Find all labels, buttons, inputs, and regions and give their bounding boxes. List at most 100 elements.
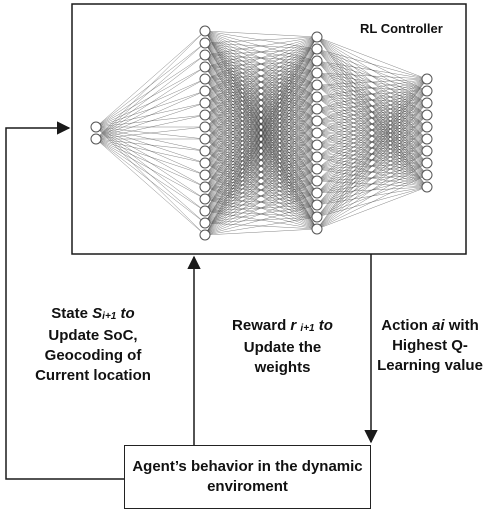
nn-edge xyxy=(204,108,318,236)
nn-node-layer-3 xyxy=(311,139,323,151)
nn-edge xyxy=(95,42,206,140)
rl-controller-title: RL Controller xyxy=(360,21,443,36)
nn-edge xyxy=(204,36,318,212)
nn-node-layer-4 xyxy=(421,97,433,109)
nn-node-layer-4 xyxy=(421,145,433,157)
nn-edge xyxy=(204,144,318,236)
nn-edge xyxy=(204,36,318,152)
nn-edge xyxy=(95,102,206,140)
nn-edge xyxy=(316,174,428,230)
nn-edge xyxy=(204,36,318,116)
nn-edge xyxy=(316,78,428,206)
nn-edge xyxy=(316,78,428,230)
nn-edge xyxy=(204,180,318,236)
nn-edge xyxy=(204,48,318,236)
nn-edge xyxy=(316,60,428,80)
nn-node-layer-4 xyxy=(421,73,433,85)
nn-edge xyxy=(95,66,206,140)
nn-edge xyxy=(204,36,318,176)
nn-edge xyxy=(95,54,206,140)
nn-edge xyxy=(316,78,428,134)
nn-edge xyxy=(204,36,318,224)
nn-edge xyxy=(316,78,428,218)
nn-edge xyxy=(204,36,318,80)
nn-node-layer-2 xyxy=(199,85,211,97)
nn-edge xyxy=(95,138,206,224)
nn-edge xyxy=(204,36,318,104)
nn-edge xyxy=(204,120,318,236)
nn-node-layer-3 xyxy=(311,43,323,55)
nn-edge xyxy=(316,150,428,230)
nn-edge xyxy=(316,78,428,194)
nn-edge xyxy=(204,30,318,38)
nn-node-layer-2 xyxy=(199,229,211,241)
nn-edge xyxy=(204,36,318,236)
nn-edge xyxy=(316,78,428,86)
nn-node-layer-3 xyxy=(311,127,323,139)
nn-node-layer-2 xyxy=(199,61,211,73)
state-arrow xyxy=(5,121,124,480)
nn-edge xyxy=(316,78,428,146)
nn-node-layer-2 xyxy=(199,193,211,205)
nn-edge xyxy=(204,72,318,236)
nn-edge xyxy=(316,78,428,122)
nn-edge xyxy=(316,162,428,230)
nn-edge xyxy=(204,132,318,236)
nn-node-layer-3 xyxy=(311,55,323,67)
nn-edge xyxy=(204,156,318,236)
nn-node-layer-4 xyxy=(421,109,433,121)
nn-edge xyxy=(204,168,318,236)
nn-node-layer-1 xyxy=(90,133,102,145)
nn-node-layer-2 xyxy=(199,37,211,49)
nn-edge xyxy=(204,60,318,236)
nn-edge xyxy=(316,90,428,230)
nn-node-layer-2 xyxy=(199,145,211,157)
nn-edge xyxy=(204,96,318,236)
nn-edge xyxy=(316,102,428,230)
nn-edge xyxy=(204,36,318,68)
nn-edge xyxy=(316,78,428,182)
nn-node-layer-2 xyxy=(199,181,211,193)
nn-node-layer-3 xyxy=(311,79,323,91)
nn-node-layer-3 xyxy=(311,115,323,127)
nn-node-layer-3 xyxy=(311,67,323,79)
nn-node-layer-2 xyxy=(199,121,211,133)
nn-edge xyxy=(95,30,206,140)
nn-node-layer-2 xyxy=(199,133,211,145)
nn-node-layer-2 xyxy=(199,205,211,217)
nn-node-layer-2 xyxy=(199,169,211,181)
nn-node-layer-4 xyxy=(421,121,433,133)
state-label: State Si+1 to Update SoC, Geocoding of C… xyxy=(35,305,151,384)
agent-behavior-box: Agent’s behavior in the dynamic envirome… xyxy=(124,445,371,509)
nn-edge xyxy=(95,78,206,140)
nn-node-layer-3 xyxy=(311,223,323,235)
nn-node-layer-4 xyxy=(421,157,433,169)
nn-edge xyxy=(204,84,318,236)
nn-edge xyxy=(95,90,206,140)
nn-edge xyxy=(204,204,318,236)
nn-node-layer-3 xyxy=(311,151,323,163)
nn-edge xyxy=(95,138,206,176)
nn-node-layer-3 xyxy=(311,103,323,115)
nn-node-layer-3 xyxy=(311,175,323,187)
nn-node-layer-3 xyxy=(311,163,323,175)
nn-edge xyxy=(316,78,428,110)
nn-node-layer-2 xyxy=(199,157,211,169)
nn-edge xyxy=(316,126,428,230)
nn-edge xyxy=(95,138,206,164)
nn-node-layer-3 xyxy=(311,199,323,211)
nn-node-layer-2 xyxy=(199,217,211,229)
nn-edge xyxy=(95,126,206,140)
nn-edge xyxy=(316,72,428,80)
nn-node-layer-2 xyxy=(199,109,211,121)
nn-edge xyxy=(204,36,318,128)
nn-node-layer-3 xyxy=(311,31,323,43)
nn-edge xyxy=(95,114,206,140)
nn-edge xyxy=(316,138,428,230)
nn-edge xyxy=(316,78,428,158)
reward-label: Reward r i+1 to Update the weights xyxy=(232,317,333,376)
nn-edge xyxy=(95,30,206,128)
nn-edge xyxy=(316,114,428,230)
nn-node-layer-2 xyxy=(199,97,211,109)
